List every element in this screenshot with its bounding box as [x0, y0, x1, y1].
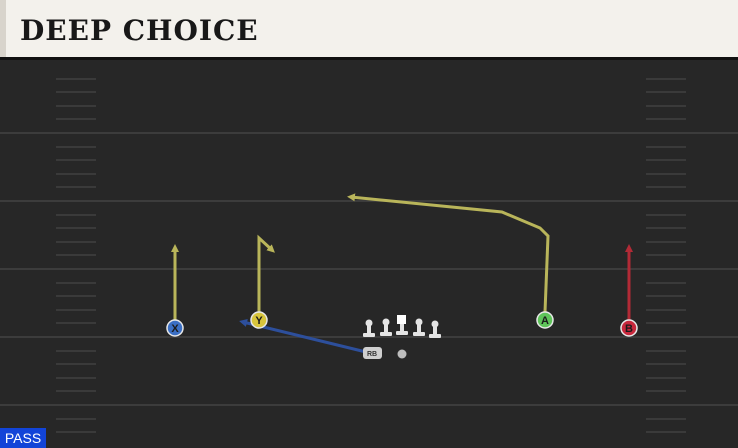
yard-lines [0, 132, 738, 406]
receiver-y-token[interactable]: Y [250, 311, 268, 329]
play-type-badge: PASS [0, 428, 46, 448]
right-guard-icon [413, 318, 425, 336]
route-a-deep-post [347, 193, 550, 313]
running-back-token[interactable]: RB [363, 347, 382, 359]
receiver-a-label: A [541, 315, 549, 327]
receiver-y-label: Y [255, 315, 263, 327]
running-back-label: RB [367, 351, 377, 358]
right-tackle-icon [429, 320, 441, 338]
header-accent [0, 0, 6, 57]
offensive-line [363, 315, 441, 338]
quarterback-icon [397, 349, 407, 359]
receiver-x-label: X [171, 323, 179, 335]
receiver-b-token[interactable]: B [620, 319, 638, 337]
hash-marks-left [56, 78, 96, 433]
field-diagram: RB X Y A B [0, 60, 738, 448]
receiver-a-token[interactable]: A [536, 311, 554, 329]
play-title: DEEP CHOICE [20, 14, 259, 47]
left-guard-icon [380, 318, 392, 336]
center-icon [396, 315, 408, 335]
receiver-x-token[interactable]: X [166, 319, 184, 337]
field-surface [0, 60, 738, 448]
receiver-b-label: B [625, 323, 633, 335]
hash-marks-right [646, 78, 686, 433]
left-tackle-icon [363, 319, 375, 337]
route-y-stop-and-go [257, 234, 275, 314]
play-header: DEEP CHOICE [0, 0, 738, 60]
